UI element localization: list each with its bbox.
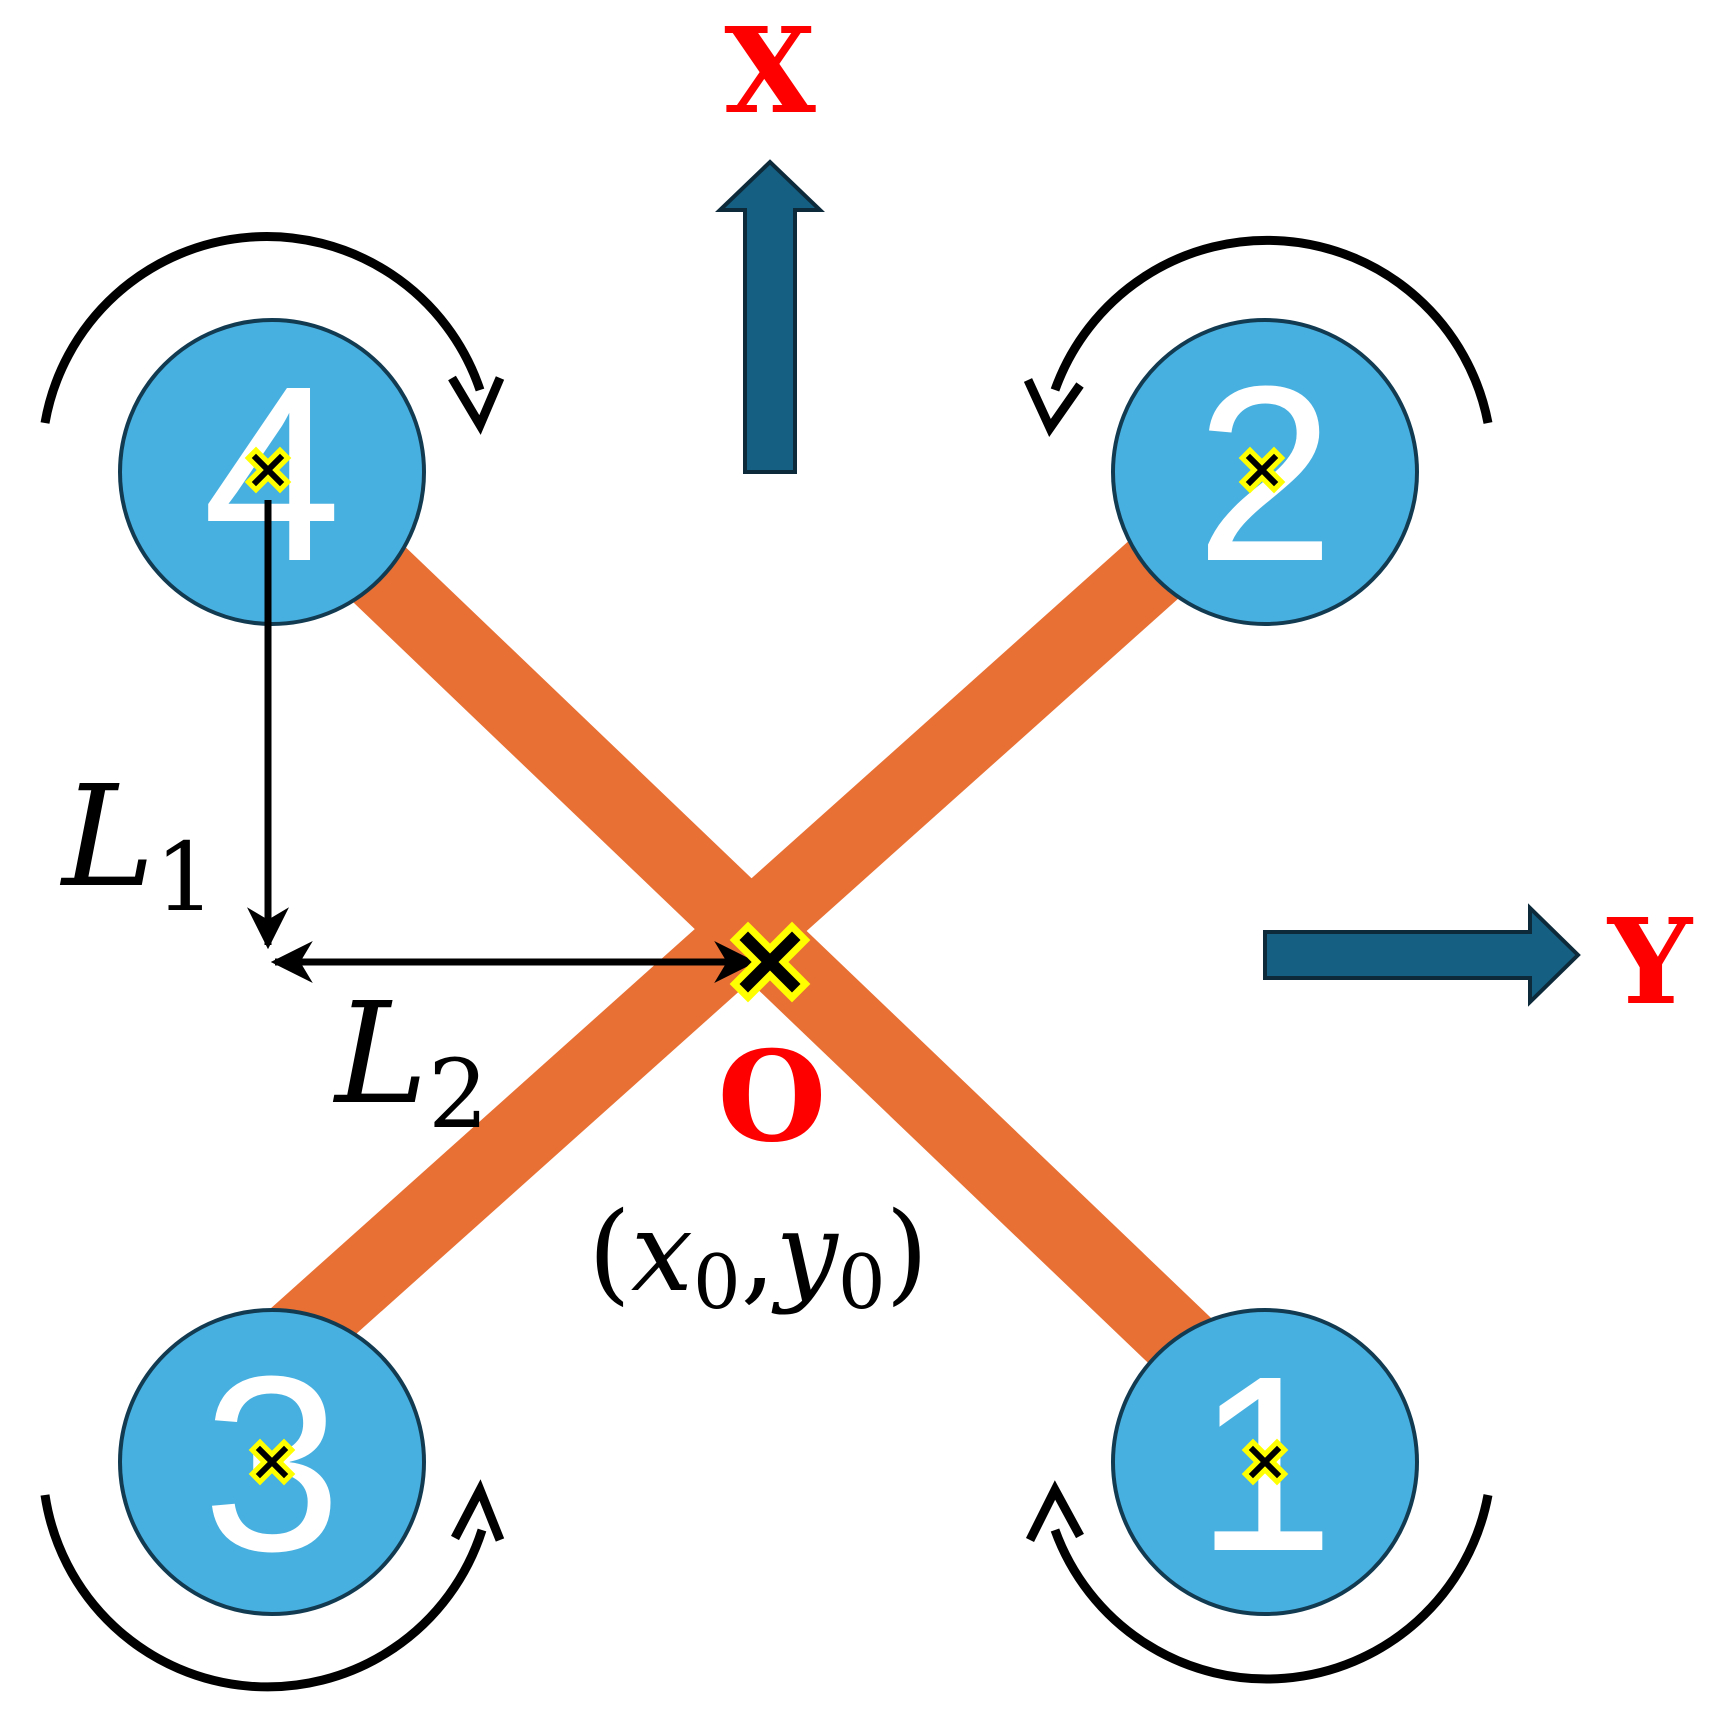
rotor-1-marker-icon [1241,1438,1289,1486]
arm-2-3 [244,441,1291,1389]
y-axis-arrow [1263,903,1581,1007]
rotor-1-arrowhead-icon [1025,1480,1084,1543]
rotor-3-arrowhead-icon [451,1479,505,1542]
rotor-1-spin-arrow [1050,1494,1493,1684]
rotor-2-marker-icon [1238,446,1286,494]
rotor-4-marker-icon [244,446,292,494]
rotor-4-arrowhead-icon [448,375,505,435]
y-axis-label: Y [1606,892,1694,1031]
origin-label: O [718,1024,827,1170]
origin-coordinates: (x0,y0) [588,1188,928,1326]
center-marker-icon [729,921,811,1003]
rotor-2-arrowhead-icon [1023,378,1084,438]
x-axis-label: X [724,1,816,140]
x-axis-arrow [715,159,825,474]
rotor-3-marker-icon [248,1438,296,1486]
rotor-4-spin-arrow [40,232,485,424]
l1-label: L1 [59,756,215,933]
rotor-3-spin-arrow [40,1494,487,1692]
rotor-2-spin-arrow [1050,235,1493,424]
l2-label: L2 [332,973,488,1150]
